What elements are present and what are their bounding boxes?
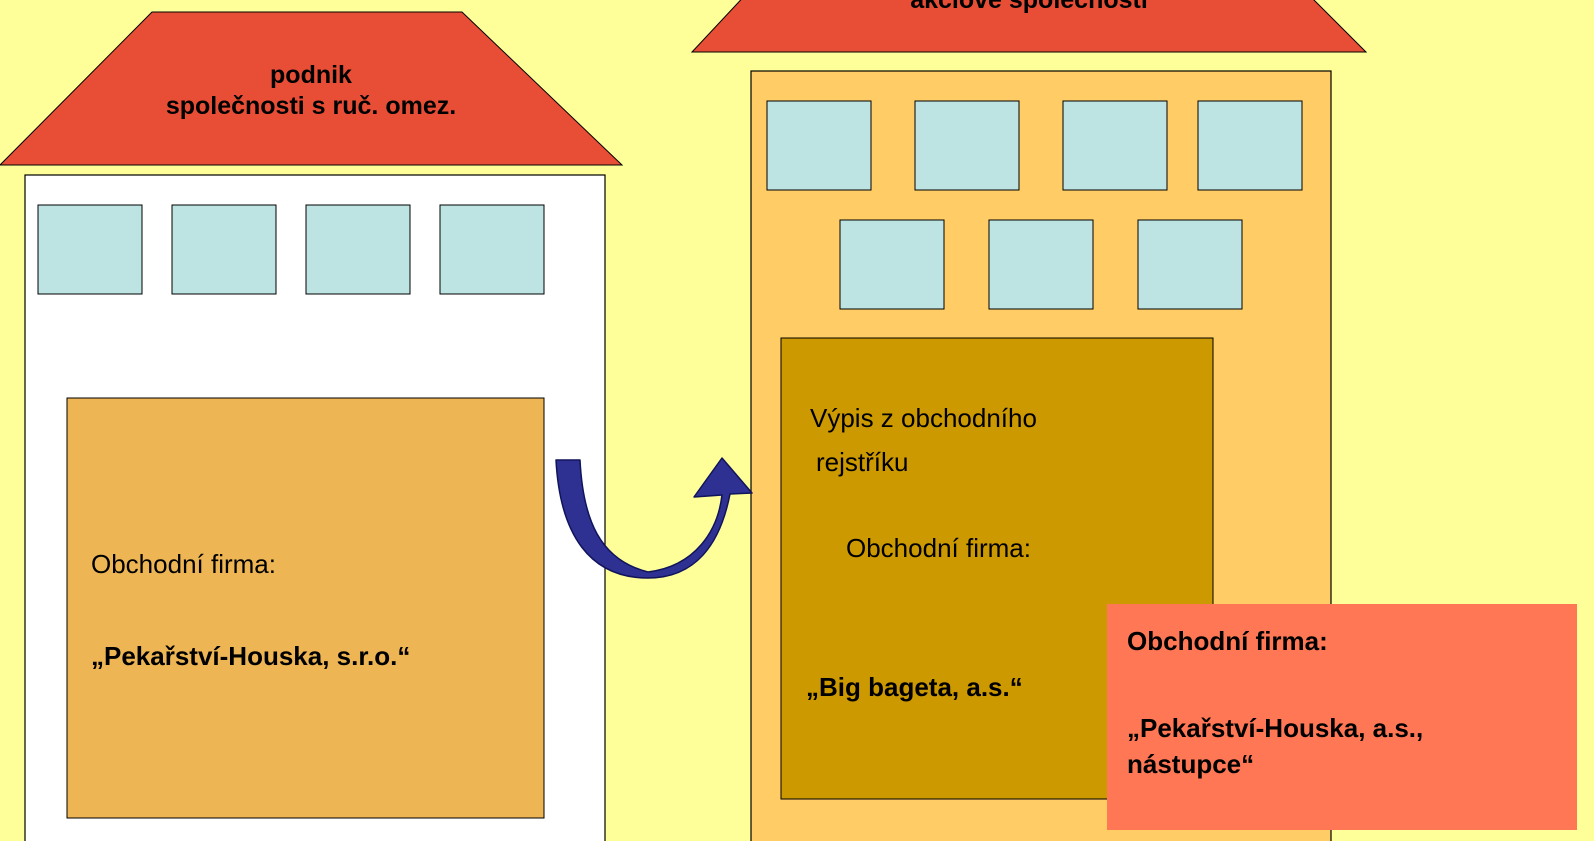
- register-title-line1: Výpis z obchodního: [810, 403, 1037, 433]
- left-building-roof: [0, 11, 624, 166]
- left-panel-label: Obchodní firma:: [91, 549, 276, 579]
- left-window-2: [171, 204, 277, 295]
- right-window-3: [1062, 100, 1168, 191]
- right-panel-label: Obchodní firma:: [846, 533, 1031, 563]
- right-window-1: [766, 100, 872, 191]
- register-title-line2: rejstříku: [816, 447, 909, 477]
- result-firm-box: [1107, 604, 1577, 830]
- left-roof-label-line1: podnik: [270, 61, 352, 89]
- right-window-6: [988, 219, 1094, 310]
- left-roof-label: podnik společnosti s ruč. omez.: [0, 60, 622, 122]
- right-window-7: [1137, 219, 1243, 310]
- left-window-4: [439, 204, 545, 295]
- right-window-2: [914, 100, 1020, 191]
- result-label: Obchodní firma:: [1127, 626, 1328, 656]
- left-panel-value: „Pekařství-Houska, s.r.o.“: [91, 641, 411, 671]
- result-value-line2: nástupce“: [1127, 749, 1255, 779]
- left-window-3: [305, 204, 411, 295]
- right-roof-label: akciové společnosti: [910, 0, 1148, 14]
- right-window-4: [1197, 100, 1303, 191]
- left-firm-panel: [66, 397, 545, 819]
- right-panel-value: „Big bageta, a.s.“: [806, 672, 1023, 702]
- left-window-1: [37, 204, 143, 295]
- left-roof-label-line2: společnosti s ruč. omez.: [165, 92, 457, 120]
- right-window-5: [839, 219, 945, 310]
- transfer-arrow: [555, 457, 753, 579]
- result-value-line1: „Pekařství-Houska, a.s.,: [1127, 713, 1424, 743]
- right-building-roof: [690, 0, 1368, 53]
